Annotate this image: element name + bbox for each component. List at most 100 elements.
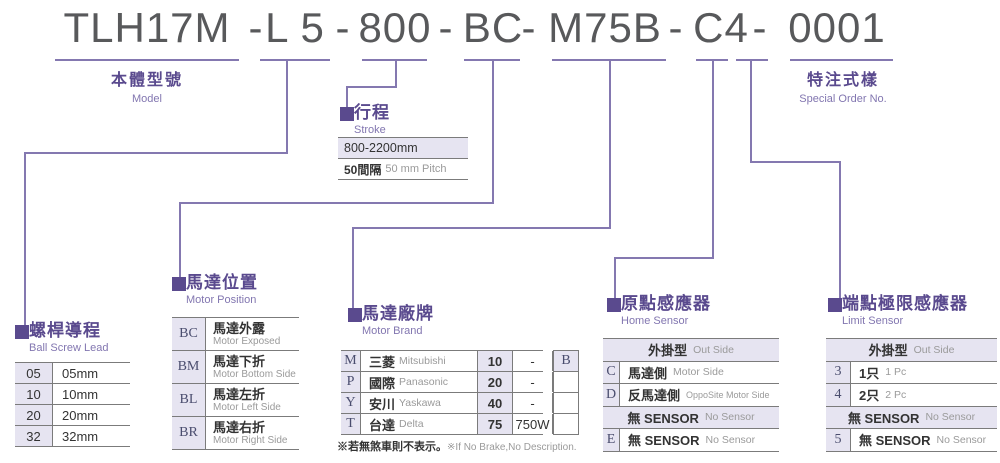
square-bullet-icon (15, 325, 29, 339)
connector-home-sensor (712, 60, 714, 259)
title-model-token: TLH17M (63, 4, 231, 51)
table-row: P 國際 Panasonic 20 - (341, 372, 553, 393)
limit-sensor-table: 外掛型 Out Side 3 1只 1 Pc 4 2只 2 Pc 無 SENSO… (826, 338, 997, 452)
sensor-code: E (603, 429, 620, 451)
title-dash: - (438, 4, 454, 51)
brake-code-cell: B (554, 351, 578, 372)
power-value: - (513, 351, 553, 371)
brand-en: Yaskawa (399, 397, 441, 409)
brand-name: 國際 Panasonic (361, 372, 478, 392)
brake-footnote-zh: ※若無煞車則不表示。 (337, 441, 447, 453)
underline-special-order (790, 59, 893, 61)
connector-lead (286, 60, 288, 154)
brand-name: 台達 Delta (361, 414, 478, 434)
section-home-zh: 原點感應器 (621, 294, 711, 313)
brand-code: T (341, 414, 361, 434)
stroke-pitch-en: 50 mm Pitch (385, 163, 447, 175)
position-desc: 馬達左折 Motor Left Side (206, 387, 281, 413)
title-dash: - (752, 4, 768, 51)
section-home-sensor: 原點感應器 Home Sensor (607, 294, 711, 327)
connector-limit-sensor (750, 161, 841, 163)
special-order-label: 特注式樣 Special Order No. (758, 66, 928, 105)
table-row: D 反馬達側 OppoSite Motor Side (603, 384, 779, 407)
position-code: BL (172, 384, 206, 416)
table-row: 3 1只 1 Pc (826, 361, 997, 384)
sensor-desc: 無 SENSOR No Sensor (620, 430, 755, 449)
position-en: Motor Right Side (213, 434, 288, 446)
stroke-table: 800-2200mm 50間隔 50 mm Pitch (338, 137, 468, 180)
table-row: 5 無 SENSOR No Sensor (826, 429, 997, 452)
table-row: E 無 SENSOR No Sensor (603, 429, 779, 452)
section-stroke-zh: 行程 (354, 103, 390, 122)
brake-option-column: B (553, 350, 579, 435)
table-row: 32 32mm (15, 426, 130, 447)
lead-value: 10mm (62, 386, 99, 402)
sensor-zh: 無 SENSOR (628, 433, 700, 449)
sensor-zh: 無 SENSOR (847, 410, 920, 426)
position-desc: 馬達下折 Motor Bottom Side (206, 354, 296, 380)
connector-limit-sensor (750, 60, 752, 163)
connector-motor-position (179, 202, 494, 204)
brake-footnote-en: ※If No Brake,No Description. (447, 442, 577, 453)
sensor-en: No Sensor (705, 433, 756, 446)
lead-value: 32mm (62, 428, 99, 444)
sensor-en: No Sensor (925, 411, 976, 424)
brand-code: Y (341, 393, 361, 413)
section-stroke-en: Stroke (354, 124, 386, 136)
connector-limit-sensor (839, 161, 841, 300)
title-dash: - (521, 4, 537, 51)
brand-code: M (341, 351, 361, 371)
sensor-zh: 1只 (859, 365, 880, 381)
sensor-desc: 反馬達側 OppoSite Motor Side (620, 385, 770, 404)
table-row: BL 馬達左折 Motor Left Side (172, 384, 299, 417)
square-bullet-icon (348, 308, 362, 322)
sensor-code: C (603, 361, 620, 383)
stroke-range-row: 800-2200mm (338, 138, 468, 159)
brand-zh: 三菱 (369, 354, 396, 370)
lead-code: 32 (15, 426, 53, 446)
stroke-pitch-zh: 50間隔 (344, 162, 382, 177)
connector-motor-brand (609, 60, 611, 229)
title-stroke-token: 800 (358, 4, 432, 51)
sensor-code: 4 (826, 384, 851, 406)
title-lead-token: L 5 (265, 4, 325, 51)
section-mbrand-en: Motor Brand (362, 325, 423, 337)
position-zh: 馬達右折 (213, 419, 266, 435)
section-home-en: Home Sensor (621, 315, 689, 327)
power-code: 40 (478, 393, 513, 413)
connector-lead (24, 152, 26, 326)
connector-motor-position (179, 202, 181, 279)
header-en: Out Side (693, 343, 734, 356)
position-code: BM (172, 351, 206, 383)
section-limit-zh: 端點極限感應器 (842, 294, 968, 313)
stroke-range: 800-2200mm (344, 141, 418, 155)
power-value: 750W (513, 414, 553, 434)
section-mbrand-zh: 馬達廠牌 (362, 304, 434, 323)
stroke-pitch-row: 50間隔 50 mm Pitch (338, 159, 468, 180)
connector-motor-brand (352, 227, 354, 310)
sensor-code: D (603, 384, 620, 406)
square-bullet-icon (607, 298, 621, 312)
power-code: 20 (478, 372, 513, 392)
section-bsl-zh: 螺桿導程 (29, 321, 101, 340)
position-en: Motor Exposed (213, 335, 281, 347)
model-label-en: Model (132, 93, 162, 105)
sensor-desc: 1只 1 Pc (851, 363, 906, 382)
connector-stroke (346, 86, 397, 88)
underline-limit-sensor (736, 59, 768, 61)
lead-code: 20 (15, 405, 53, 425)
connector-stroke (346, 86, 348, 109)
home-sensor-table: 外掛型 Out Side C 馬達側 Motor Side D 反馬達側 Opp… (603, 338, 779, 452)
header-zh: 外掛型 (868, 343, 908, 359)
special-order-label-en: Special Order No. (799, 93, 887, 105)
section-limit-sensor: 端點極限感應器 Limit Sensor (828, 294, 968, 327)
square-bullet-icon (172, 277, 186, 291)
position-code: BC (172, 318, 206, 350)
section-ball-screw-lead: 螺桿導程 Ball Screw Lead (15, 321, 109, 354)
section-limit-en: Limit Sensor (842, 315, 904, 327)
title-special-order-token: 0001 (788, 4, 886, 51)
underline-stroke (362, 59, 427, 61)
connector-motor-brand (352, 227, 611, 229)
motor-brand-table: M 三菱 Mitsubishi 10 - P 國際 Panasonic 20 -… (341, 350, 553, 435)
section-mpos-en: Motor Position (186, 294, 257, 306)
